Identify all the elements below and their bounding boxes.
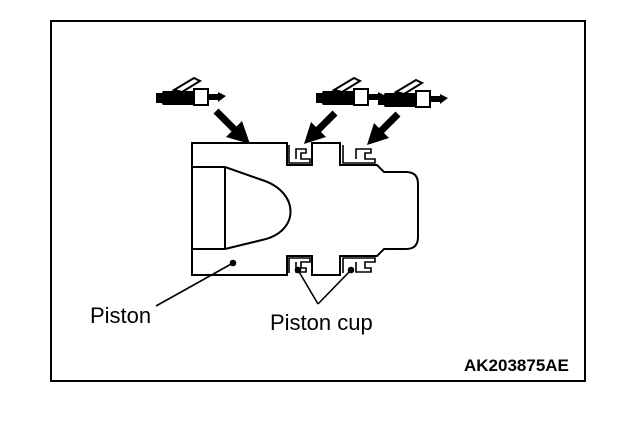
piston-cup-seals — [288, 145, 376, 273]
arrow-icon — [367, 111, 401, 145]
arrow-icon — [304, 110, 338, 144]
piston-cup-label: Piston cup — [270, 310, 373, 335]
arrow-icon — [213, 108, 250, 144]
piston-body — [191, 142, 419, 276]
leader-lines — [155, 259, 355, 307]
figure-frame — [50, 20, 586, 382]
figure-code: AK203875AE — [464, 356, 569, 375]
piston-label: Piston — [90, 303, 151, 328]
